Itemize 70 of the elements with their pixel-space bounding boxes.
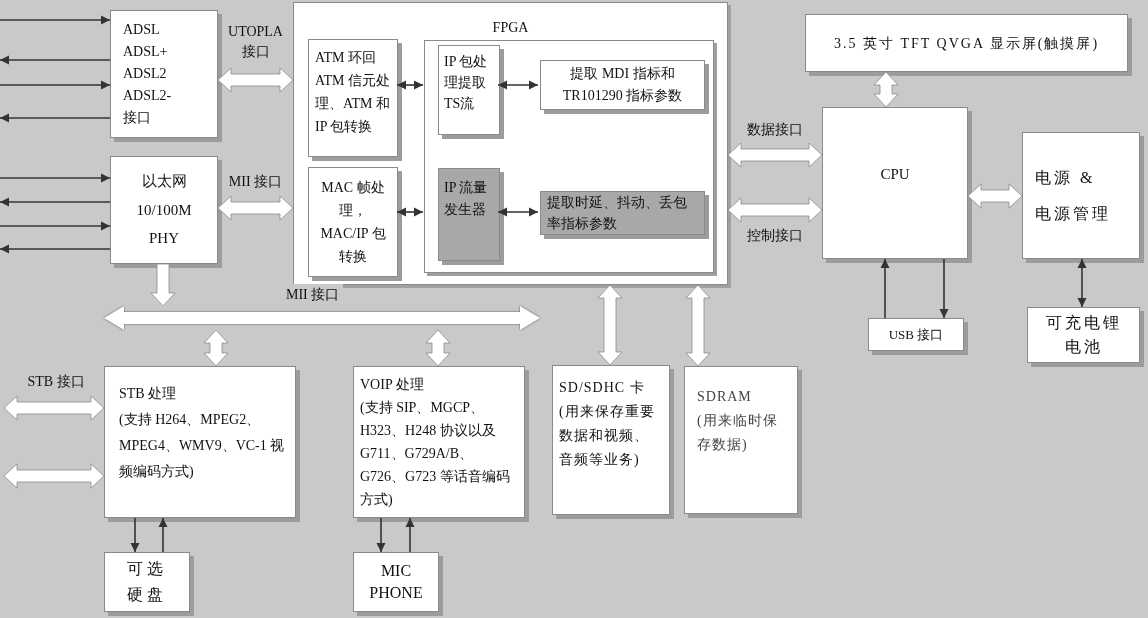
panel xyxy=(424,40,714,273)
arrow xyxy=(0,221,111,231)
block-arrow xyxy=(727,197,823,223)
arrow xyxy=(880,258,890,319)
arrow xyxy=(939,258,949,319)
box-label: 可选硬盘 xyxy=(126,559,168,605)
box-label: USB 接口 xyxy=(888,325,944,344)
box-label: IP 包处理提取TS流 xyxy=(444,53,489,113)
block-arrow xyxy=(3,395,105,421)
block-arrow xyxy=(597,284,623,366)
box-label: MAC 帧处理，MAC/IP 包转换 xyxy=(319,179,387,266)
box-label: (支持 H264、MPEG2、MPEG4、WMV9、VC-1 视频编码方式) xyxy=(119,411,286,481)
block-arrow xyxy=(727,142,823,168)
arrow xyxy=(0,173,111,183)
arrow xyxy=(396,207,424,217)
arrow xyxy=(0,244,111,254)
block-arrow xyxy=(217,67,294,93)
box-label: 提取 MDI 指标和TR101290 指标参数 xyxy=(561,65,684,105)
box-label: 3.5 英寸 TFT QVGA 显示屏(触摸屏) xyxy=(833,34,1100,53)
box-label: 电源管理 xyxy=(1035,203,1112,224)
arrow xyxy=(0,55,111,65)
panel xyxy=(293,2,728,285)
box-label: 提取时延、抖动、丢包率指标参数 xyxy=(547,194,688,233)
box-label: ADSL+ xyxy=(123,43,168,61)
edge-label: MII 接口 xyxy=(227,173,284,191)
box-label: 接口 xyxy=(123,109,151,127)
arrow xyxy=(158,517,168,553)
panel-title: FPGA xyxy=(492,19,529,37)
arrow xyxy=(0,113,111,123)
box-label: (支持 SIP、MGCP、H323、H248 协议以及G711、G729A/B、G726、G723 等话音编码方式) xyxy=(360,399,511,509)
block-arrow xyxy=(203,329,229,367)
box-label: VOIP 处理 xyxy=(360,376,425,394)
block-arrow xyxy=(3,463,105,489)
arrow xyxy=(376,517,386,553)
edge-label: UTOPLA 接口 xyxy=(227,23,284,61)
box-label: PHY xyxy=(149,229,179,249)
box-label: 可充电锂电池 xyxy=(1044,313,1123,357)
arrow xyxy=(130,517,140,553)
arrow xyxy=(0,80,111,90)
block-arrow xyxy=(425,329,451,367)
block-arrow xyxy=(967,183,1023,209)
block-arrow xyxy=(150,263,176,307)
box-label: ATM 环回ATM 信元处理、ATM 和 IP 包转换 xyxy=(315,49,391,136)
box-label: STB 处理 xyxy=(119,385,178,403)
arrow xyxy=(0,15,111,25)
box-label: MIC PHONE xyxy=(368,561,424,603)
box-label: 以太网 xyxy=(141,172,187,192)
block-arrow xyxy=(217,195,294,221)
box-label: 电源 & xyxy=(1035,167,1097,188)
arrow xyxy=(405,517,415,553)
box-label: IP 流量发生器 xyxy=(444,179,489,219)
bus-bar xyxy=(104,306,540,330)
box-label: 10/100M xyxy=(136,200,192,220)
block-arrow xyxy=(685,284,711,367)
arrow xyxy=(0,197,111,207)
arrow xyxy=(1077,258,1087,308)
box-label: ADSL xyxy=(123,21,160,39)
box-label: (用来临时保存数据) xyxy=(697,412,779,454)
edge-label: 控制接口 xyxy=(746,227,804,245)
arrow xyxy=(396,80,424,90)
box-label: ADSL2- xyxy=(123,87,172,105)
arrow xyxy=(497,207,539,217)
box-label: SD/SDHC 卡(用来保存重要数据和视频、音频等业务) xyxy=(559,379,656,469)
block-arrow xyxy=(873,71,899,108)
box-label: SDRAM xyxy=(697,388,753,406)
edge-label: 数据接口 xyxy=(746,121,804,139)
edge-label: STB 接口 xyxy=(26,373,86,391)
box-label: CPU xyxy=(880,165,910,184)
box-label: ADSL2 xyxy=(123,65,167,83)
arrow xyxy=(497,80,539,90)
